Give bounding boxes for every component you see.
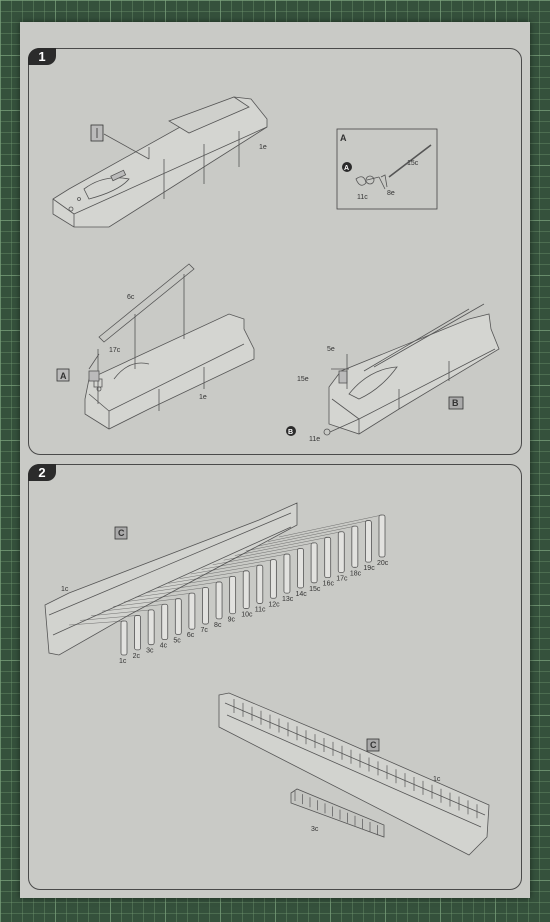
part-label-5e: 5e — [327, 346, 335, 353]
guide-line — [102, 604, 165, 612]
guide-line — [146, 581, 220, 593]
frame-part — [283, 553, 291, 594]
guide-line — [212, 548, 301, 565]
frame-label: 8c — [214, 622, 222, 629]
guide-line — [201, 553, 287, 570]
callout-c-lower: C — [370, 740, 377, 750]
guide-line — [68, 620, 125, 626]
step-1-number: 1 — [28, 48, 56, 65]
guide-line — [278, 514, 383, 538]
frame-label: 4c — [160, 643, 168, 650]
frame-label: 3c — [146, 648, 154, 655]
frame-label: 19c — [363, 565, 375, 572]
step-1-drawing: 1e 15c 11c 8e 6c 17c 1e 5e 15e 11e A A B… — [52, 96, 500, 443]
part-label-3c-lower: 3c — [311, 826, 319, 833]
frame-part — [324, 536, 332, 579]
frame-part — [120, 620, 128, 656]
step-1-panel: 1 — [28, 48, 522, 455]
part-label-15e: 15e — [297, 376, 309, 383]
guide-line — [267, 520, 369, 542]
guide-line — [124, 592, 192, 603]
frame-part — [147, 609, 155, 646]
guide-line — [135, 587, 206, 598]
frame-part — [269, 559, 277, 599]
instruction-sheet: 1 — [20, 22, 530, 898]
guide-line — [157, 576, 233, 589]
guide-line — [190, 559, 274, 575]
frame-label: 18c — [350, 570, 362, 577]
frame-part — [242, 570, 250, 609]
frame-label: 15c — [309, 586, 321, 593]
frame-label: 13c — [282, 596, 294, 603]
frame-label: 5c — [173, 637, 181, 644]
marker-b: B — [288, 429, 293, 436]
guide-line — [223, 542, 315, 561]
frame-label: 6c — [187, 632, 195, 639]
frame-part — [202, 587, 209, 625]
part-label-1c-hull: 1c — [61, 586, 69, 593]
frame-part — [310, 542, 318, 584]
frame-label: 16c — [323, 581, 335, 588]
frame-label: 11c — [255, 606, 266, 613]
guide-line — [234, 537, 328, 556]
frame-part — [378, 514, 386, 558]
part-label-8e: 8e — [387, 190, 395, 197]
frame-part — [161, 603, 169, 640]
frame-part — [215, 581, 223, 620]
frame-label: 14c — [296, 591, 308, 598]
callout-c-upper: C — [118, 528, 125, 538]
guide-line — [256, 525, 355, 547]
step-2-number: 2 — [28, 464, 56, 481]
frame-part — [365, 520, 372, 563]
frame-label: 12c — [268, 601, 280, 608]
part-label-1c-lower: 1c — [433, 776, 441, 783]
frame-label: 10c — [241, 612, 253, 619]
part-label-11e: 11e — [309, 436, 320, 443]
frame-part — [337, 531, 345, 573]
callout-b: B — [452, 398, 459, 408]
frame-part — [256, 564, 264, 604]
frame-part — [351, 525, 359, 568]
step-2-drawing: 1c2c3c4c5c6c7c8c9c10c11c12c13c14c15c16c1… — [44, 502, 490, 856]
frame-part — [297, 548, 304, 589]
part-label-11c: 11c — [357, 194, 368, 201]
frame-label: 9c — [228, 617, 236, 624]
frame-part — [174, 598, 182, 635]
part-label-15c: 15c — [407, 160, 419, 167]
guide-line — [91, 609, 152, 616]
part-label-17c: 17c — [109, 347, 121, 354]
frame-label: 1c — [119, 658, 127, 665]
frame-part — [188, 592, 196, 630]
callout-a-inset: A — [340, 133, 347, 143]
part-label-1e-mid: 1e — [199, 394, 207, 401]
guide-line — [80, 615, 138, 621]
part-label-1e-top: 1e — [259, 144, 267, 151]
callout-a-mid: A — [60, 371, 67, 381]
marker-a: A — [344, 165, 349, 172]
frame-label: 17c — [336, 575, 348, 582]
frame-part — [229, 575, 237, 615]
guide-line — [113, 598, 179, 607]
frame-label: 2c — [133, 653, 141, 660]
frame-part — [134, 615, 141, 651]
guide-line — [168, 570, 247, 584]
guide-line — [245, 531, 342, 552]
frame-label: 7c — [200, 627, 208, 634]
part-label-6c: 6c — [127, 294, 135, 301]
frame-label: 20c — [377, 560, 389, 567]
guide-line — [179, 565, 260, 579]
